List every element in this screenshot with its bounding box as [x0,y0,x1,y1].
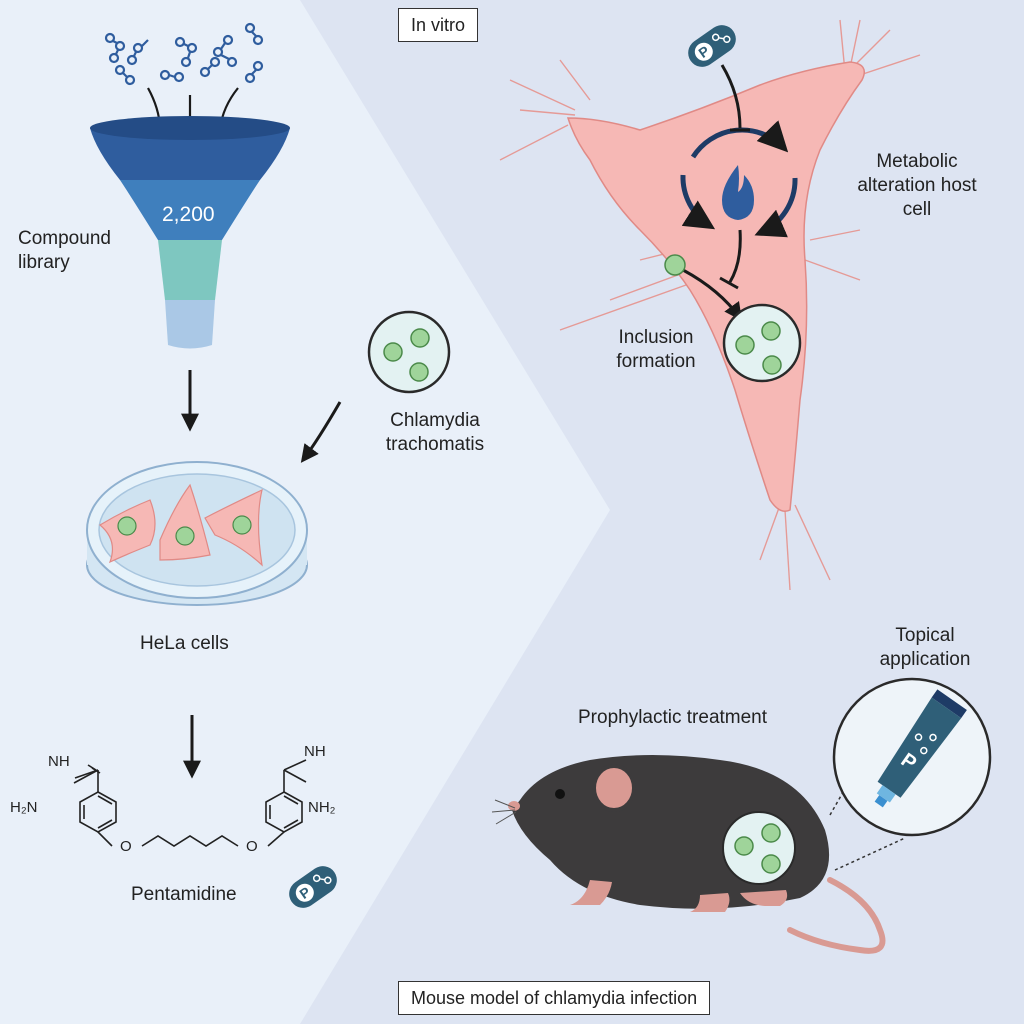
pentamidine-structure [73,759,307,847]
label-prophylactic: Prophylactic treatment [578,707,768,728]
pentamidine-structure-labels: NH H₂N O O NH NH₂ [10,743,336,855]
chlamydia-inclusion-icon [367,310,451,394]
label-compound-library: Compound library [18,227,111,275]
petri-dish-icon [86,461,308,606]
label-chlamydia-line2: trachomatis [385,434,485,455]
label-metabolic-line1: Metabolic [876,151,958,172]
label-chlamydia-line1: Chlamydia [390,410,480,431]
zoom-line-bottom [834,837,906,871]
label-chlamydia: Chlamydia trachomatis [365,409,505,457]
pill-icon-invitro: P [688,25,736,67]
funnel-icon [90,116,290,349]
label-inclusion-line1: Inclusion [618,327,694,348]
inhibition-arrow-pill [720,64,742,129]
structure-nh-left: NH [48,753,70,770]
inhibition-bar-bottom [719,276,739,290]
bacterium-icon [664,254,686,276]
structure-o-left: O [120,838,132,855]
label-pentamidine: Pentamidine [131,884,237,905]
label-hela-cells: HeLa cells [140,633,229,654]
arrow-chlamydia-to-dish [300,401,342,463]
structure-nh2-right: NH₂ [308,799,336,816]
metabolic-cycle-icon [680,120,798,238]
label-mouse-model: Mouse model of chlamydia infection [398,981,711,1015]
inhibition-arrow-metabolic [728,229,742,283]
ointment-tube-icon: P [832,677,992,837]
arrow-to-inclusion [682,268,743,321]
label-in-vitro: In vitro [398,8,479,42]
label-compound-line1: Compound [18,228,111,249]
label-compound-line2: library [18,252,70,273]
label-metabolic-line2: alteration host [857,175,977,196]
structure-o-right: O [246,838,258,855]
background-left-panel [0,0,610,1024]
structure-h2n-left: H₂N [10,799,38,816]
label-inclusion: Inclusion formation [596,326,716,374]
mouse-inclusion-icon [722,811,796,885]
zoom-line-top [829,779,851,816]
inclusion-icon [722,303,802,383]
label-topical: Topical application [855,624,995,672]
host-cell [499,19,921,591]
label-topical-line2: application [879,649,971,670]
structure-nh-right: NH [304,743,326,760]
label-topical-line1: Topical [895,625,955,646]
label-metabolic: Metabolic alteration host cell [842,150,992,222]
label-inclusion-line2: formation [616,351,696,372]
pill-icon: P [289,866,337,908]
label-metabolic-line3: cell [902,199,932,220]
label-funnel-count: 2,200 [162,203,215,226]
compound-molecules-icon [104,22,264,86]
